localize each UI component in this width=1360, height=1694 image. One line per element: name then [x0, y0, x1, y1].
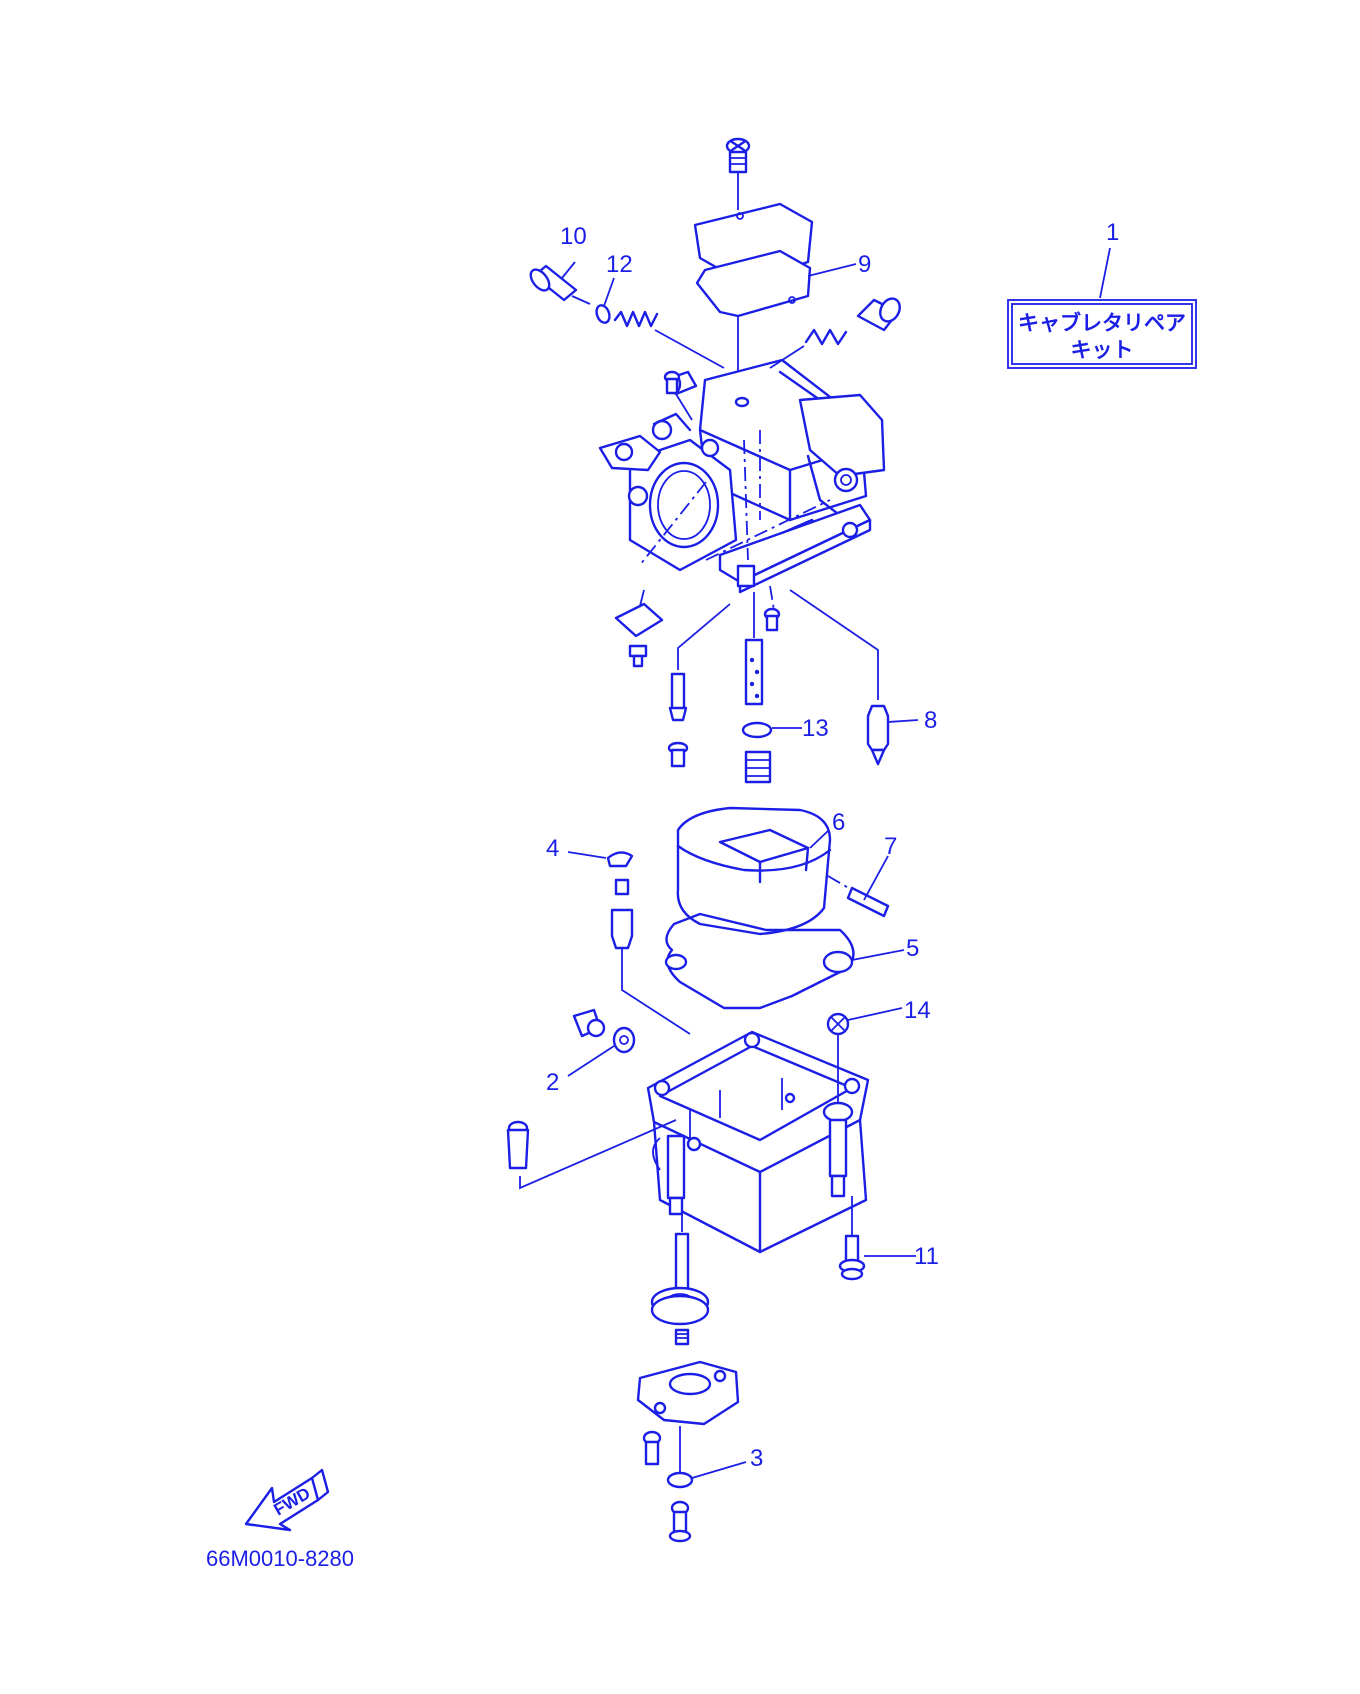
washer-3 [666, 1426, 694, 1489]
carburetor-body [598, 358, 886, 594]
bracket-plate [614, 589, 664, 638]
needle-4-group [606, 851, 691, 1035]
fwd-arrow-icon: FWD [244, 1468, 330, 1532]
pump-plunger [674, 1214, 690, 1296]
float-6 [676, 806, 832, 936]
small-screw-center [763, 585, 781, 632]
callout-2: 2 [546, 1069, 559, 1096]
top-cover-screw [725, 137, 751, 210]
small-screw-left [667, 741, 689, 768]
needle-valve-8 [789, 589, 890, 766]
drain-screw [628, 644, 648, 668]
callout-6: 6 [832, 809, 845, 836]
callout-4: 4 [546, 835, 559, 862]
float-gasket-5 [664, 912, 855, 1010]
o-ring-13 [741, 721, 773, 739]
diagram-code: 66M0010-8280 [206, 1546, 354, 1571]
repair-kit-box: キャブレタリペア キット [1007, 299, 1197, 369]
pump-screw-bottom [668, 1500, 692, 1543]
diaphragm [650, 1286, 710, 1326]
screw-11 [838, 1196, 866, 1281]
pilot-jet [668, 603, 731, 722]
callout-13: 13 [802, 715, 829, 742]
left-clip [572, 1008, 636, 1054]
callout-5: 5 [906, 935, 919, 962]
leader-lines [561, 247, 1111, 1479]
main-nozzle [744, 592, 764, 706]
callout-12: 12 [606, 251, 633, 278]
pump-cover [636, 1360, 740, 1426]
kit-label-line2: キット [1071, 338, 1134, 362]
callout-1: 1 [1106, 219, 1119, 246]
callout-11: 11 [914, 1243, 939, 1270]
float-pin-7 [827, 875, 890, 918]
callout-14: 14 [904, 997, 931, 1024]
left-nipple [506, 1119, 677, 1190]
pilot-screw-10 [529, 264, 591, 305]
callout-7: 7 [884, 833, 897, 860]
float-chamber [646, 1030, 870, 1254]
callout-8: 8 [924, 707, 937, 734]
callout-3: 3 [750, 1445, 763, 1472]
callout-10: 10 [560, 223, 587, 250]
air-screw [663, 370, 693, 421]
callout-labels: 1 2 3 4 5 6 7 8 9 10 11 12 13 14 [546, 219, 1119, 1472]
plug-14 [826, 1012, 850, 1104]
idle-screw [769, 297, 901, 369]
main-jet [744, 750, 772, 784]
pilot-spring [613, 310, 725, 369]
small-spring [674, 1328, 690, 1346]
top-cover-gasket [695, 249, 812, 400]
pump-screw-left [642, 1430, 662, 1466]
o-ring-12 [595, 304, 611, 324]
kit-label-line1: キャブレタリペア [1018, 311, 1186, 335]
callout-9: 9 [858, 251, 871, 278]
